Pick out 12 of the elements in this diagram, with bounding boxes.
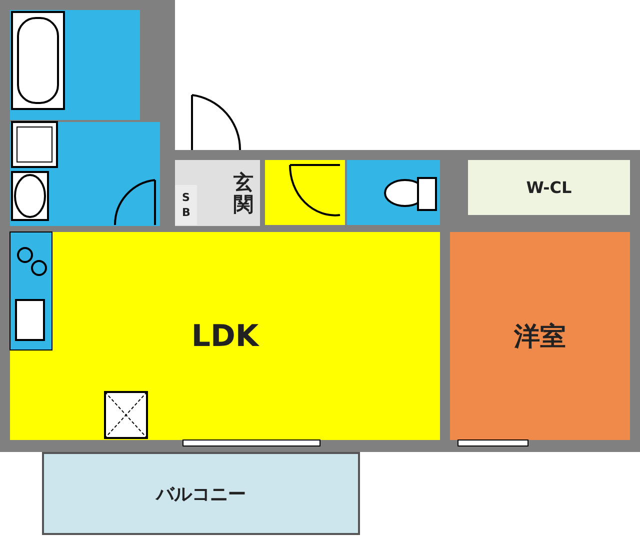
living-room-floor — [10, 232, 440, 440]
storage-box — [175, 185, 197, 225]
balcony-floor — [42, 452, 360, 535]
storage-label: S B — [182, 190, 190, 220]
closet-floor — [468, 160, 630, 215]
entrance-floor — [175, 160, 260, 226]
bedroom-floor — [450, 232, 630, 440]
room-label: バルコニー — [156, 482, 246, 506]
room-label: 玄関 — [233, 171, 254, 215]
room-label: W-CL — [526, 178, 572, 197]
room-label: 洋室 — [514, 320, 566, 354]
room-label: LDK — [191, 318, 259, 354]
